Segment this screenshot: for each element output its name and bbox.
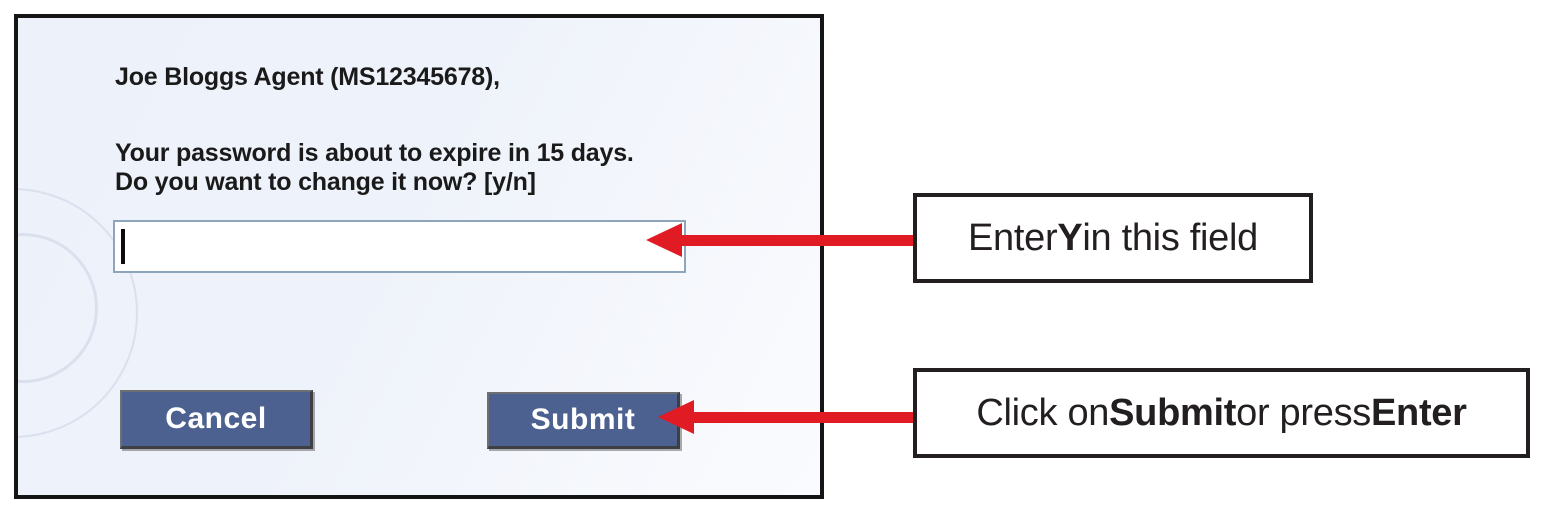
callout-2-bold-submit: Submit [1109,391,1237,434]
arrow-left-icon [646,223,682,257]
dialog-message: Your password is about to expire in 15 d… [115,139,634,197]
password-expiry-dialog: Joe Bloggs Agent (MS12345678), Your pass… [14,14,824,499]
callout-2-text-middle: or press [1236,391,1371,434]
submit-button[interactable]: Submit [487,392,680,449]
callout-1-text-suffix: in this field [1082,216,1258,259]
dialog-message-line1: Your password is about to expire in 15 d… [115,139,634,167]
response-input-field[interactable] [113,220,686,273]
annotation-arrow-1-shaft [676,235,913,246]
response-input[interactable] [115,222,684,271]
dialog-message-line2: Do you want to change it now? [y/n] [115,168,536,196]
callout-enter-y: Enter Y in this field [913,193,1313,283]
callout-click-submit: Click on Submit or press Enter [913,368,1530,458]
annotation-arrow-2-shaft [688,412,913,423]
callout-1-bold-y: Y [1057,216,1083,259]
dialog-greeting: Joe Bloggs Agent (MS12345678), [115,63,500,91]
text-caret [121,229,125,264]
callout-2-bold-enter: Enter [1370,391,1467,434]
arrow-left-icon [658,400,694,434]
cancel-button[interactable]: Cancel [120,390,313,449]
callout-2-text-prefix: Click on [976,391,1110,434]
callout-1-text-prefix: Enter [967,216,1058,259]
